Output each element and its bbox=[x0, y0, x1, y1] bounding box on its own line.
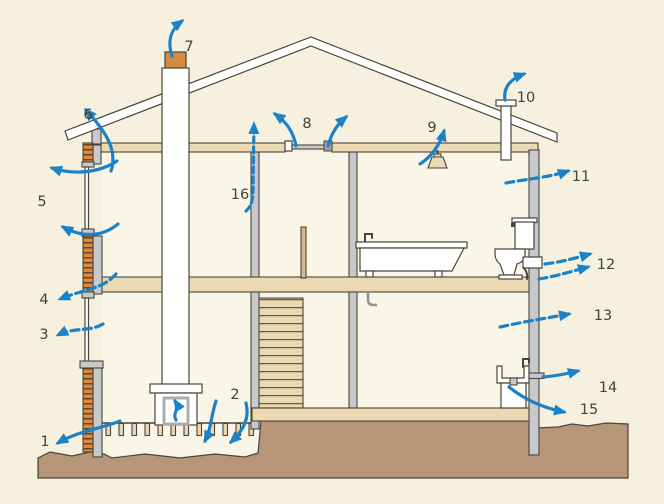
leak-arrow-4 bbox=[57, 272, 118, 301]
ground-soil bbox=[37, 420, 629, 479]
leak-arrow-13 bbox=[498, 310, 572, 329]
fireplace-mantel bbox=[149, 383, 203, 394]
chimney bbox=[161, 67, 190, 389]
sink-trap bbox=[509, 377, 518, 386]
toilet bbox=[494, 217, 543, 280]
tub-foot bbox=[365, 270, 374, 278]
label-4: 4 bbox=[39, 292, 48, 308]
label-8: 8 bbox=[302, 116, 311, 132]
vent-stack bbox=[495, 99, 517, 161]
leak-arrow-16 bbox=[244, 121, 260, 213]
leak-arrow-11 bbox=[504, 169, 571, 185]
foundation-inner bbox=[92, 366, 103, 458]
label-10: 10 bbox=[517, 90, 535, 106]
leak-arrow-3 bbox=[55, 322, 105, 337]
leak-arrow-2b bbox=[228, 401, 249, 445]
leak-arrow-15 bbox=[507, 385, 567, 416]
label-14: 14 bbox=[599, 380, 617, 396]
tub-body bbox=[359, 247, 465, 272]
leak-arrow-12b bbox=[537, 264, 591, 281]
hatch-knob bbox=[284, 140, 293, 152]
leak-arrow-5 bbox=[60, 222, 120, 237]
toilet-base bbox=[498, 274, 523, 280]
brick-mid bbox=[82, 235, 94, 295]
toilet-flush-handle bbox=[511, 223, 515, 227]
ceiling-lamp bbox=[427, 150, 448, 169]
label-13: 13 bbox=[594, 308, 612, 324]
label-12: 12 bbox=[597, 257, 615, 273]
label-5: 5 bbox=[37, 194, 46, 210]
leak-arrow-8b bbox=[326, 115, 349, 148]
label-2: 2 bbox=[230, 387, 239, 403]
label-7: 7 bbox=[184, 39, 193, 55]
brick-top bbox=[82, 142, 94, 165]
label-6: 6 bbox=[83, 107, 92, 123]
vent-stack-pipe bbox=[500, 105, 512, 161]
door-leaf bbox=[300, 226, 307, 279]
foundation-sill bbox=[79, 360, 104, 369]
joist bbox=[144, 422, 151, 437]
joist bbox=[196, 422, 203, 437]
leak-arrow-6 bbox=[84, 107, 115, 173]
flue-cap bbox=[164, 51, 187, 69]
leak-arrow-7 bbox=[168, 19, 185, 58]
label-16: 16 bbox=[231, 187, 249, 203]
leak-arrow-1 bbox=[55, 419, 122, 445]
joist bbox=[118, 422, 125, 437]
roof bbox=[64, 36, 558, 143]
toilet-waste-pipe bbox=[522, 256, 543, 269]
bathtub bbox=[355, 233, 468, 307]
window-head-upper bbox=[81, 161, 95, 168]
joist bbox=[131, 422, 138, 437]
sink-faucet bbox=[522, 358, 530, 368]
window-upper bbox=[84, 166, 90, 230]
first-floor-band bbox=[251, 407, 537, 422]
tub-foot bbox=[434, 270, 443, 278]
joist bbox=[222, 422, 229, 437]
window-head-lower bbox=[81, 291, 95, 299]
callout-labels: 1 2 3 4 5 6 7 8 9 10 11 12 13 14 15 16 bbox=[37, 39, 617, 450]
stair-stringer bbox=[256, 297, 304, 409]
lamp-shade bbox=[427, 156, 448, 169]
fireplace-draft-arrow bbox=[173, 398, 185, 422]
wall-sheathing-top bbox=[92, 144, 102, 165]
toilet-supply-line bbox=[523, 267, 529, 280]
toilet-tank bbox=[514, 221, 535, 250]
leak-arrow-10 bbox=[503, 72, 527, 102]
soffit-block bbox=[91, 128, 102, 145]
label-11: 11 bbox=[572, 169, 590, 185]
tub-rim bbox=[355, 241, 468, 249]
tub-drain-trap bbox=[366, 292, 377, 307]
tub-faucet bbox=[364, 233, 373, 243]
label-15: 15 bbox=[580, 402, 598, 418]
leak-arrow-14 bbox=[541, 368, 581, 379]
staircase bbox=[256, 297, 304, 409]
floor-joists bbox=[105, 422, 255, 437]
label-3: 3 bbox=[39, 327, 48, 343]
leak-arrows bbox=[49, 19, 593, 445]
leak-arrow-8a bbox=[272, 112, 298, 148]
leak-arrow-12a bbox=[543, 251, 593, 266]
right-exterior-wall bbox=[528, 149, 540, 456]
leak-arrow-9 bbox=[418, 128, 447, 166]
leak-arrow-2a bbox=[203, 399, 218, 444]
label-1: 1 bbox=[40, 434, 49, 450]
label-9: 9 bbox=[427, 120, 436, 136]
